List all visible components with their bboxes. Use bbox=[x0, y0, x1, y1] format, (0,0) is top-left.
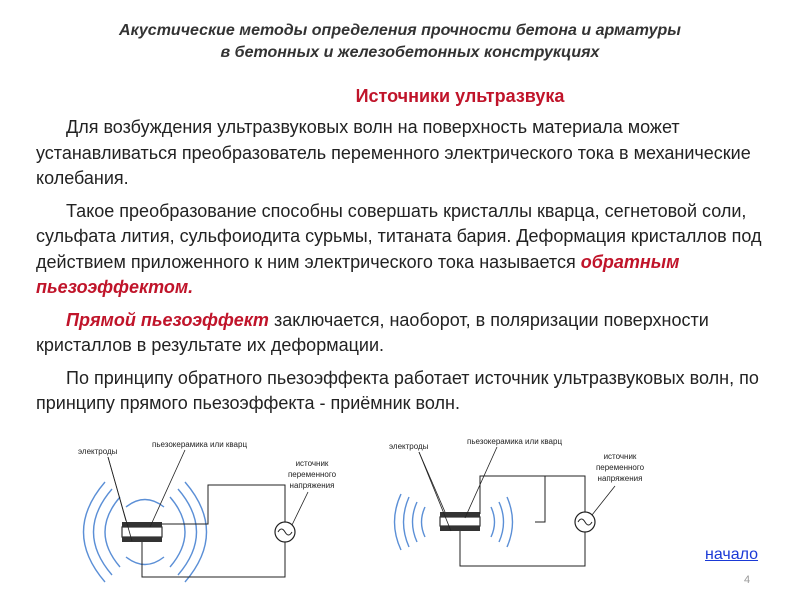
body-text: Для возбуждения ультразвуковых волн на п… bbox=[36, 115, 781, 424]
wire-bottom bbox=[141, 542, 286, 578]
electrodes-label: электроды bbox=[78, 447, 118, 456]
paragraph-3-text: заключается, наоборот, в поляризации пов… bbox=[36, 309, 709, 356]
ultrasonic-waves bbox=[82, 481, 208, 583]
paragraph-1-text: Для возбуждения ультразвуковых волн на п… bbox=[36, 117, 751, 188]
slide-header: Акустические методы определения прочност… bbox=[0, 20, 800, 64]
source-label-3: напряжения bbox=[598, 474, 643, 483]
paragraph-2: Такое преобразование способны совершать … bbox=[36, 199, 781, 301]
piezo-label: пьезокерамика или кварц bbox=[467, 437, 562, 446]
wire-right bbox=[545, 475, 586, 512]
source-diagram: электроды пьезокерамика или кварц источн… bbox=[78, 440, 337, 583]
source-label-2: переменного bbox=[288, 470, 337, 479]
paragraph-4-text: По принципу обратного пьезоэффекта работ… bbox=[36, 367, 759, 414]
top-electrode bbox=[122, 522, 162, 527]
section-title: Источники ультразвука bbox=[355, 86, 565, 106]
start-link[interactable]: начало bbox=[705, 546, 759, 563]
paragraph-3: Прямой пьезоэффект заключается, наоборот… bbox=[36, 308, 781, 359]
source-label-1: источник bbox=[604, 452, 637, 461]
receiver-diagram: электроды пьезокерамика или кварц источн… bbox=[389, 437, 645, 567]
electrodes-label: электроды bbox=[389, 442, 429, 451]
paragraph-2-text: Такое преобразование способны совершать … bbox=[36, 200, 762, 272]
bottom-electrode bbox=[122, 537, 162, 542]
term-reverse-piezo: обратным пьезоэффектом. bbox=[36, 251, 680, 298]
source-label-1: источник bbox=[296, 459, 329, 468]
bottom-electrode bbox=[440, 526, 480, 531]
piezo-crystal bbox=[121, 526, 163, 538]
label-pointers bbox=[107, 449, 309, 542]
source-label-3: напряжения bbox=[290, 481, 335, 490]
wire-top bbox=[162, 484, 286, 525]
page-number: 4 bbox=[744, 574, 751, 586]
top-electrode bbox=[440, 512, 480, 517]
paragraph-1: Для возбуждения ультразвуковых волн на п… bbox=[36, 115, 781, 192]
header-line-2: в бетонных и железобетонных конструкциях bbox=[220, 44, 600, 61]
source-label-2: переменного bbox=[596, 463, 645, 472]
piezo-label: пьезокерамика или кварц bbox=[152, 440, 247, 449]
header-line-1: Акустические методы определения прочност… bbox=[119, 22, 681, 39]
wire-bottom bbox=[459, 531, 586, 567]
label-pointers bbox=[418, 446, 616, 532]
paragraph-4: По принципу обратного пьезоэффекта работ… bbox=[36, 366, 781, 417]
ultrasonic-waves bbox=[393, 493, 514, 551]
term-direct-piezo: Прямой пьезоэффект bbox=[66, 309, 269, 330]
